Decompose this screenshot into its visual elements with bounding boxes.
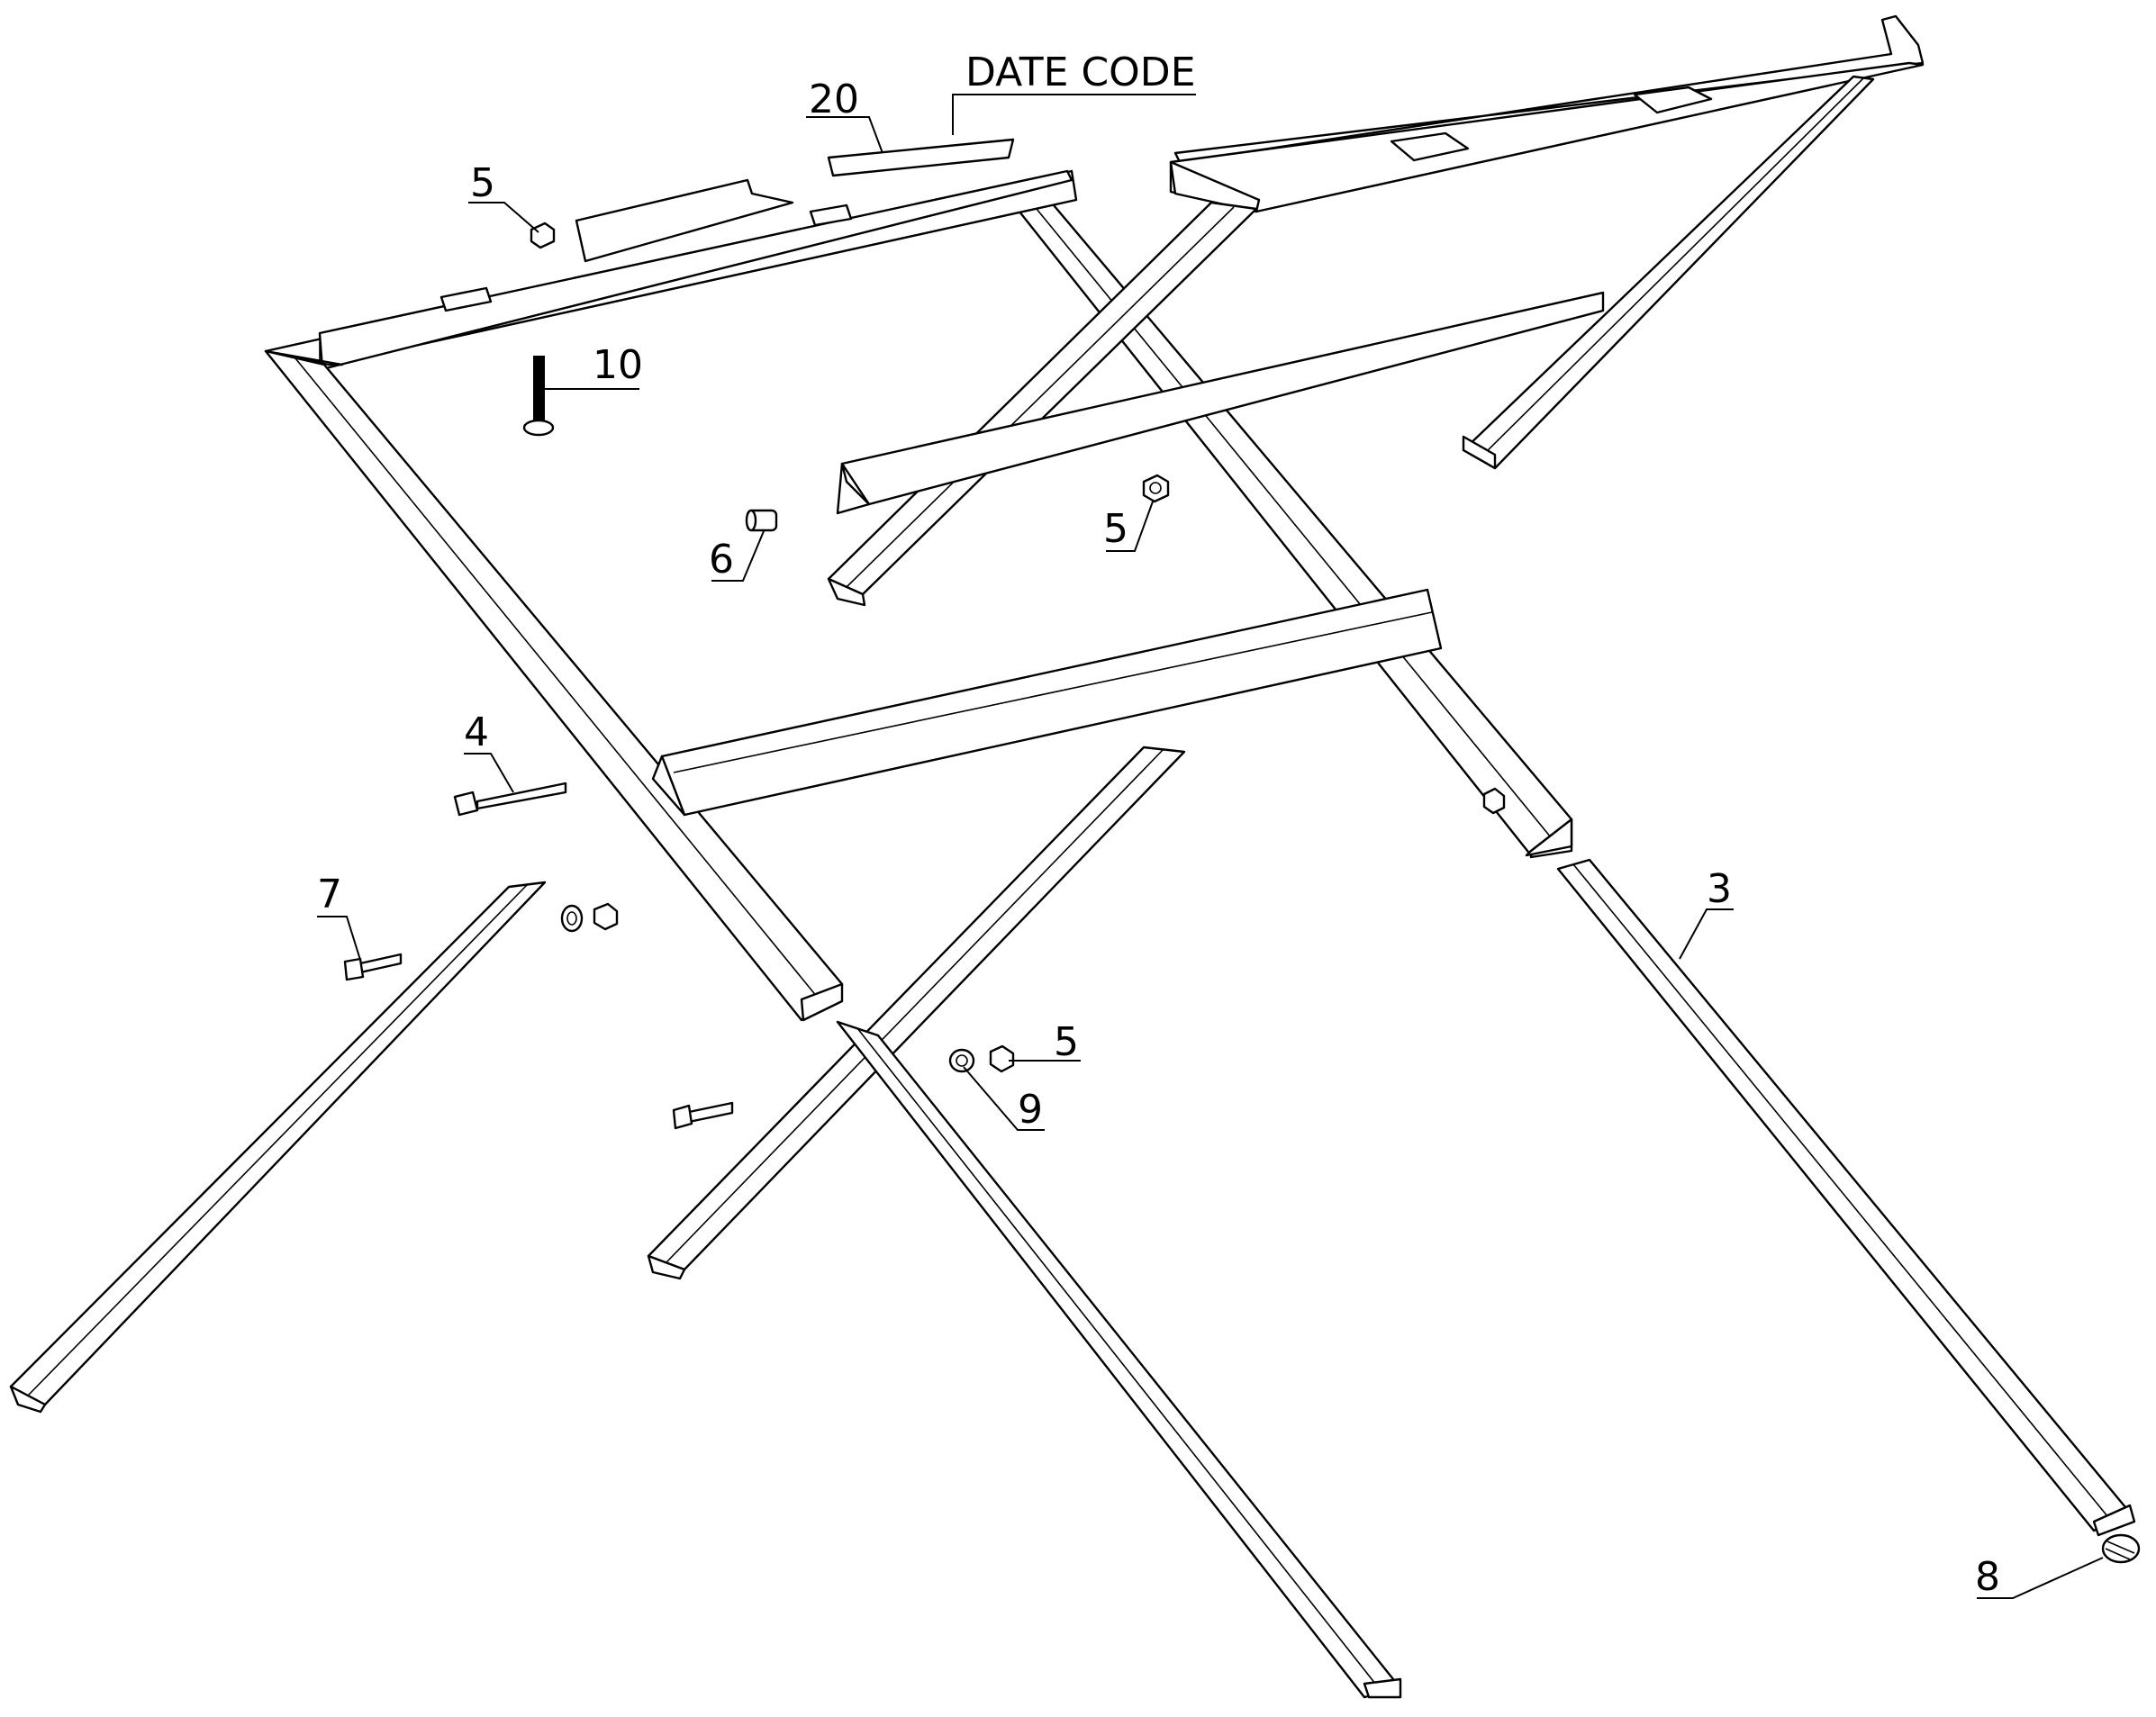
- bolt-7: [343, 953, 403, 981]
- center-leg-upper: [647, 746, 1186, 1280]
- callout-5-right-text: 5: [1054, 1019, 1079, 1065]
- callout-7: 7: [317, 872, 361, 961]
- callout-3-text: 3: [1707, 866, 1732, 912]
- bolt-4: [453, 782, 567, 817]
- rear-diagonal-tube: [1007, 196, 1573, 859]
- rear-leg-3: [1556, 858, 2136, 1537]
- lower-cross-brace: [651, 588, 1443, 817]
- nut-5-center: [1142, 474, 1170, 503]
- bolt-10: [522, 356, 555, 437]
- callout-8: 8: [1975, 1554, 2104, 1600]
- callout-3: 3: [1679, 866, 1734, 960]
- right-top-rail: [1169, 14, 1925, 213]
- callout-20: 20: [806, 77, 883, 154]
- rear-lower-tube-stub: [1525, 818, 1573, 857]
- callout-5-center: 5: [1103, 501, 1154, 552]
- bolt-center: [672, 1101, 734, 1130]
- left-leg: [9, 881, 547, 1414]
- callout-20-text: 20: [809, 77, 859, 122]
- washer-nut-left: [560, 902, 619, 933]
- date-code-text: DATE CODE: [965, 50, 1196, 95]
- callout-9: 9: [963, 1066, 1045, 1133]
- nut-5-top-left: [530, 221, 556, 249]
- left-diagonal-tube: [264, 349, 844, 1022]
- callout-6: 6: [709, 530, 765, 583]
- spacer-6: [745, 509, 778, 532]
- callout-5-center-text: 5: [1103, 506, 1128, 552]
- callout-9-text: 9: [1018, 1087, 1043, 1133]
- foot-cap-8: [2101, 1533, 2141, 1564]
- right-cross-brace: [836, 291, 1605, 515]
- callout-5-top: 5: [468, 160, 539, 233]
- callout-5-top-text: 5: [470, 160, 495, 206]
- right-frame-legs: [827, 75, 1875, 607]
- center-leg-lower: [836, 1020, 1402, 1699]
- callout-4-text: 4: [464, 709, 489, 755]
- callout-date-code: DATE CODE: [952, 50, 1196, 135]
- callout-6-text: 6: [709, 537, 734, 583]
- callout-4: 4: [464, 709, 514, 793]
- date-code-label-part: [827, 138, 1015, 177]
- left-top-rail: [264, 169, 1078, 371]
- nut-rear-tube: [1482, 787, 1506, 815]
- callout-7-text: 7: [317, 872, 342, 917]
- callout-8-text: 8: [1975, 1554, 2000, 1600]
- callout-10: 10: [542, 342, 643, 390]
- callout-5-right: 5: [1009, 1019, 1081, 1065]
- callout-10-text: 10: [593, 342, 643, 388]
- washer-9-nut-5: [948, 1044, 1015, 1073]
